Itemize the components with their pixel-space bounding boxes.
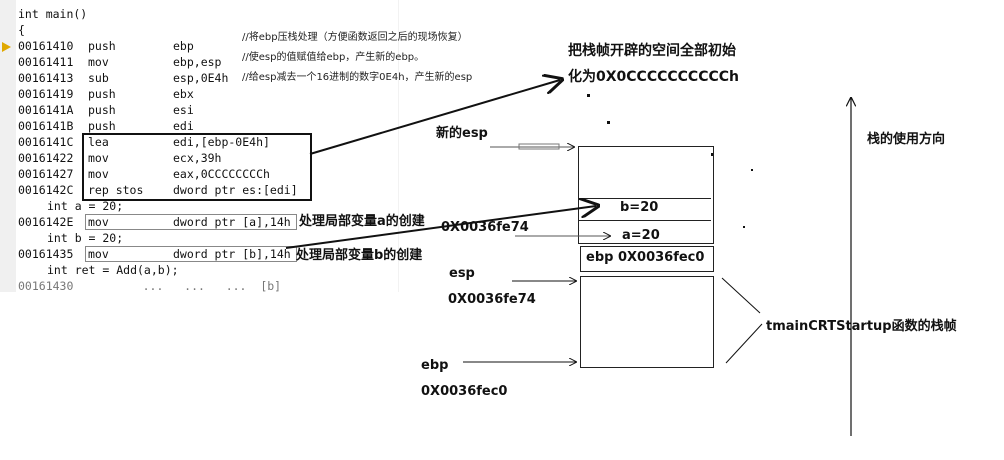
asm-addr: 0016142C: [18, 183, 74, 197]
code-header-main: int main(): [18, 7, 88, 21]
source-line-ret: int ret = Add(a,b);: [47, 263, 179, 277]
asm-arg: ebp: [173, 39, 194, 53]
brace-line-bottom: [725, 323, 763, 364]
stack-direction-label: 栈的使用方向: [867, 132, 946, 147]
comment-sub-esp: //给esp减去一个16进制的数字0E4h，产生新的esp: [242, 72, 473, 83]
dot-mark: [711, 153, 713, 156]
init-label-line2: 化为0X0CCCCCCCCCCh: [568, 69, 739, 85]
asm-op: lea: [88, 135, 109, 149]
asm-op: rep stos: [88, 183, 144, 197]
dot-mark: [743, 226, 745, 228]
asm-op: mov: [88, 247, 109, 261]
asm-op: push: [88, 119, 116, 133]
ebp-addr-label: 0X0036fec0: [421, 384, 508, 399]
asm-addr: 0016141C: [18, 135, 74, 149]
init-label-line1: 把栈帧开辟的空间全部初始: [568, 43, 736, 59]
dot-mark: [751, 169, 753, 171]
esp-addr-label: 0X0036fe74: [448, 292, 536, 307]
new-esp-label: 新的esp: [436, 126, 488, 141]
comment-push-ebp: //将ebp压栈处理（方便函数返回之后的现场恢复）: [242, 32, 468, 43]
asm-arg: eax,0CCCCCCCCh: [173, 167, 270, 181]
dot-mark: [587, 94, 590, 97]
asm-op: mov: [88, 55, 109, 69]
asm-arg: dword ptr [a],14h: [173, 215, 291, 229]
asm-addr: 00161419: [18, 87, 74, 101]
source-line-b: int b = 20;: [47, 231, 124, 245]
mov-b-highlight: [85, 246, 297, 262]
asm-op: push: [88, 87, 116, 101]
asm-op: mov: [88, 167, 109, 181]
asm-addr: 0016141B: [18, 119, 74, 133]
asm-arg: ebp,esp: [173, 55, 222, 69]
current-line-arrow-icon: [2, 42, 11, 52]
asm-arg: edi: [173, 119, 194, 133]
asm-arg: dword ptr [b],14h: [173, 247, 291, 261]
asm-op: push: [88, 39, 116, 53]
asm-op: sub: [88, 71, 109, 85]
saved-ebp-label: ebp 0X0036fec0: [586, 250, 705, 265]
frame-divider: [579, 220, 711, 222]
frame-divider: [579, 198, 711, 200]
breakpoint-gutter: [0, 0, 16, 292]
mov-a-highlight: [85, 214, 297, 230]
asm-addr: 00161435: [18, 247, 74, 261]
asm-arg: ecx,39h: [173, 151, 222, 165]
init-block-highlight: [82, 133, 312, 201]
startup-stack-frame: [580, 276, 714, 368]
startup-frame-label: tmainCRTStartup函数的栈帧: [766, 319, 957, 334]
asm-addr: 00161422: [18, 151, 74, 165]
asm-op: mov: [88, 215, 109, 229]
main-stack-frame: [578, 146, 714, 244]
local-var-arrow: [285, 206, 596, 249]
comment-mov-ebp: //使esp的值赋值给ebp，产生新的ebp。: [242, 52, 425, 63]
ebp-label: ebp: [421, 358, 449, 373]
asm-arg: esp,0E4h: [173, 71, 229, 85]
asm-addr: 0016142E: [18, 215, 74, 229]
disassembly-panel: int main() { 00161410 push ebp 00161411 …: [0, 0, 472, 293]
brace-line-top: [721, 277, 761, 314]
asm-arg: esi: [173, 103, 194, 117]
a-value: a=20: [622, 228, 660, 243]
dot-mark: [607, 121, 610, 124]
asm-op: mov: [88, 151, 109, 165]
esp-label: esp: [449, 266, 475, 281]
asm-addr: 00161411: [18, 55, 74, 69]
asm-addr: 00161427: [18, 167, 74, 181]
asm-arg: dword ptr es:[edi]: [173, 183, 298, 197]
saved-ebp-slot: [580, 246, 714, 272]
init-arrow: [309, 80, 560, 155]
asm-arg: edi,[ebp-0E4h]: [173, 135, 270, 149]
local-b-label: 处理局部变量b的创建: [296, 248, 423, 263]
new-esp-arrow-shaft: [518, 143, 560, 150]
asm-addr: 00161413: [18, 71, 74, 85]
code-header-brace: {: [18, 23, 25, 37]
b-value: b=20: [620, 200, 659, 215]
asm-op: push: [88, 103, 116, 117]
local-a-label: 处理局部变量a的创建: [299, 214, 425, 229]
asm-addr: 00161410: [18, 39, 74, 53]
asm-arg: ebx: [173, 87, 194, 101]
asm-addr: 0016141A: [18, 103, 74, 117]
source-line-a: int a = 20;: [47, 199, 124, 213]
